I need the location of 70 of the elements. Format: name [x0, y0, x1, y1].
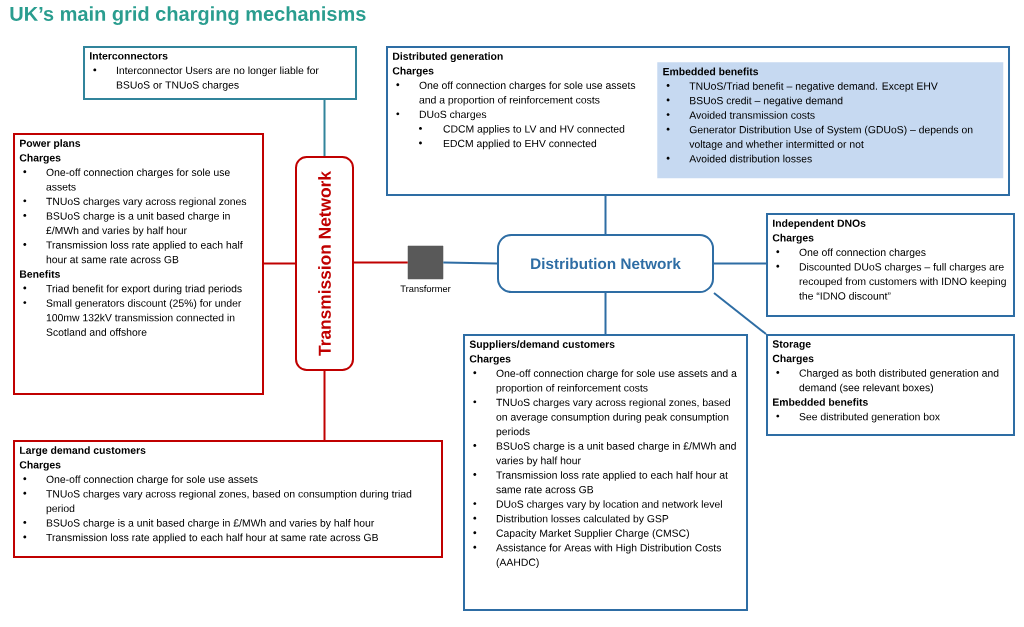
bullet-item: One off connection charges for sole use assets and a proportion of reinforcement costs: [396, 81, 636, 106]
component-label: Transformer: [400, 285, 451, 293]
heading: Embedded benefits: [663, 67, 759, 76]
transformer-symbol: [407, 245, 444, 280]
info-box: [13, 440, 443, 558]
heading: Embedded benefits: [773, 398, 868, 406]
bullet-item: BSUoS charge is a unit based charge in £/MWh and varies by half hour: [23, 519, 375, 529]
heading: Charges: [19, 153, 61, 164]
connector-line: [323, 99, 326, 157]
bullet-item: TNUoS charges vary across regional zones, based on consumption during triad period: [23, 489, 412, 515]
heading: Charges: [19, 460, 61, 471]
heading: Benefits: [20, 270, 60, 278]
title: UK’s main grid charging mechanisms: [10, 6, 366, 25]
bullet-item: BSUoS charge is a unit based charge in £/MWh and varies by half hour: [473, 442, 736, 467]
bullet-item: DUoS charges vary by location and network level: [473, 500, 722, 510]
bullet-item: TNUoS charges vary across regional zones: [23, 197, 247, 208]
heading: Charges: [772, 354, 814, 365]
heading: Independent DNOs: [773, 219, 866, 229]
bullet-item: Transmission loss rate applied to each half hour at same rate across GB: [473, 471, 728, 494]
bullet-item: Capacity Market Supplier Charge (CMSC): [473, 529, 689, 539]
heading: Charges: [392, 66, 434, 77]
bullet-item: BSUoS charge is a unit based charge in £/MWh and varies by half hour: [23, 212, 230, 237]
connector-line: [713, 292, 767, 335]
connector-line: [604, 195, 607, 235]
bullet-item: BSUoS credit – negative demand: [666, 96, 843, 107]
heading: Power plans: [20, 139, 81, 149]
benefits-panel: [657, 62, 1004, 179]
heading: Distributed generation: [393, 52, 503, 63]
bullet-item: CDCM applies to LV and HV connected: [419, 125, 625, 135]
network-box: Transmission Network: [295, 156, 354, 371]
bullet-item: DUoS charges: [396, 110, 487, 121]
connector-line: [442, 261, 498, 265]
connector-line: [353, 261, 409, 264]
bullet-item: One-off connection charge for sole use assets: [23, 475, 258, 486]
info-box: [83, 46, 357, 100]
heading: Storage: [772, 340, 811, 350]
bullet-item: Discounted DUoS charges – full charges are recouped from customers with IDNO keeping the “IDNO discount”: [776, 262, 1006, 300]
info-box: [463, 334, 748, 611]
bullet-item: TNUoS/Triad benefit – negative demand. Except EHV: [666, 82, 938, 92]
bullet-item: Interconnector Users are no longer liable for BSUoS or TNUoS charges: [93, 66, 319, 91]
info-box: [386, 46, 1010, 196]
connector-line: [604, 292, 607, 335]
network-box: Distribution Network: [497, 234, 714, 293]
bullet-item: Avoided transmission costs: [666, 111, 815, 119]
connector-line: [323, 370, 326, 441]
bullet-item: See distributed generation box: [776, 412, 940, 423]
heading: Charges: [469, 354, 511, 365]
heading: Large demand customers: [20, 446, 146, 457]
heading: Suppliers/demand customers: [469, 340, 615, 350]
bullet-item: Generator Distribution Use of System (GDUoS) – depends on voltage and whether intermitted or not: [666, 125, 973, 150]
info-box: [13, 133, 264, 395]
bullet-item: One-off connection charge for sole use assets and a proportion of reinforcement costs: [473, 369, 737, 394]
bullet-item: Avoided distribution losses: [666, 154, 812, 163]
bullet-item: Small generators discount (25%) for under 100mw 132kV transmission connected in Scotland and offshore: [23, 299, 242, 336]
bullet-item: Charged as both distributed generation and demand (see relevant boxes): [776, 369, 999, 394]
bullet-item: EDCM applied to EHV connected: [419, 139, 597, 150]
bullet-item: One-off connection charges for sole use assets: [23, 168, 230, 191]
bullet-item: Transmission loss rate applied to each half hour at same rate across GB: [23, 533, 378, 544]
connector-line: [263, 262, 296, 265]
heading: Charges: [772, 233, 814, 244]
info-box: [766, 334, 1015, 436]
bullet-item: Triad benefit for export during triad periods: [23, 284, 242, 295]
info-box: [766, 213, 1015, 317]
bullet-item: Assistance for Areas with High Distribution Costs (AAHDC): [473, 543, 721, 568]
bullet-item: Transmission loss rate applied to each half hour at same rate across GB: [23, 241, 243, 264]
bullet-item: TNUoS charges vary across regional zones, based on average consumption during peak consumption periods: [473, 398, 730, 438]
connector-line: [713, 262, 767, 265]
heading: Interconnectors: [90, 52, 168, 60]
bullet-item: One off connection charges: [776, 248, 926, 259]
bullet-item: Distribution losses calculated by GSP: [473, 514, 669, 525]
